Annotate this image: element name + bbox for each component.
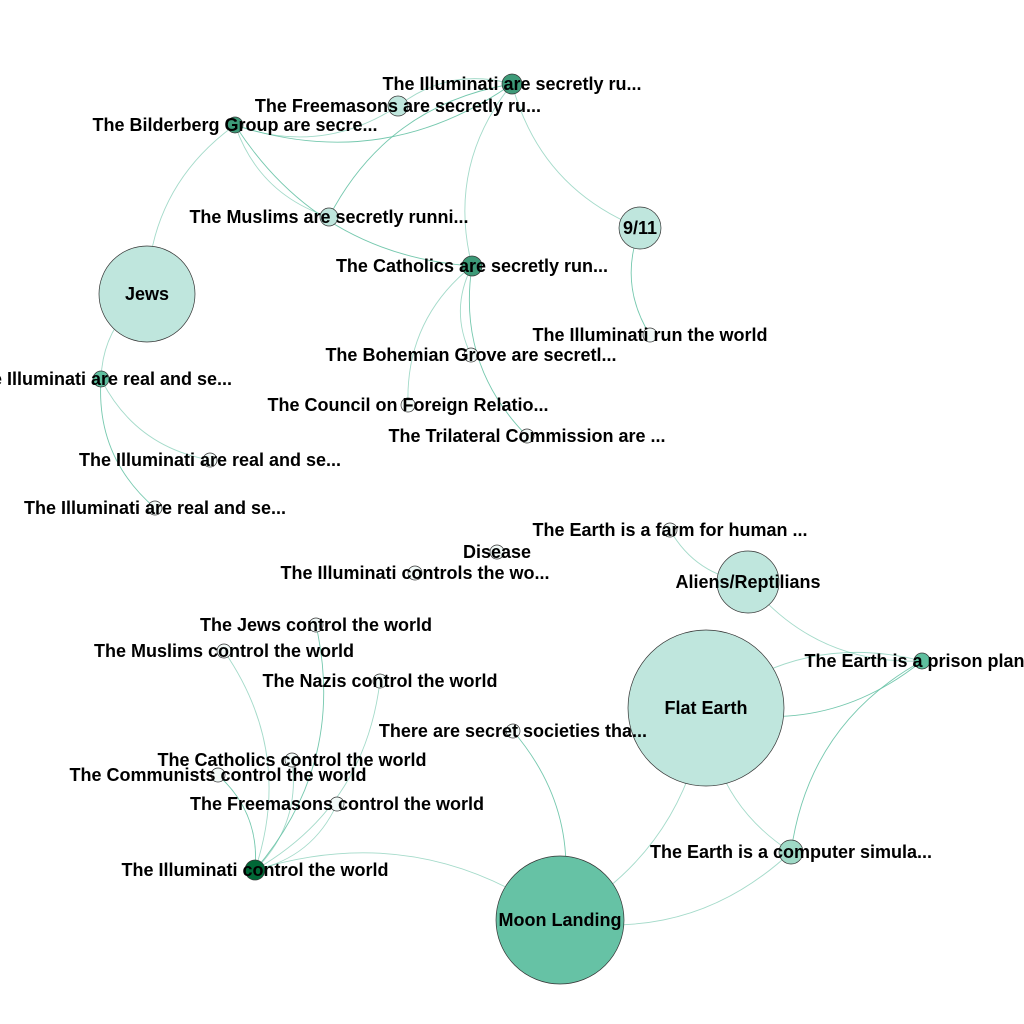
graph-edge — [464, 83, 513, 267]
node-label: 9/11 — [623, 218, 657, 238]
graph-node[interactable] — [461, 255, 483, 277]
graph-node[interactable] — [519, 428, 535, 444]
node-label: The Illuminati run the world — [532, 325, 767, 345]
graph-edge — [511, 83, 641, 229]
node-label: The Trilateral Commission are ... — [388, 426, 665, 446]
node-label: The Earth is a prison plan... — [804, 651, 1024, 671]
node-label: There are secret societies tha... — [379, 721, 647, 741]
graph-node[interactable] — [98, 245, 196, 343]
graph-edge — [254, 680, 381, 871]
node-label: The Communists control the world — [69, 765, 366, 785]
node-label: Flat Earth — [664, 698, 747, 718]
graph-node[interactable] — [618, 206, 662, 250]
graph-node[interactable] — [913, 652, 931, 670]
node-label: The Muslims control the world — [94, 641, 354, 661]
graph-edge — [234, 124, 330, 218]
graph-edge — [234, 124, 473, 267]
graph-edge — [790, 660, 923, 853]
graph-node[interactable] — [319, 207, 339, 227]
graph-edge — [100, 378, 156, 509]
graph-edge — [217, 774, 257, 871]
graph-node[interactable] — [244, 859, 266, 881]
graph-node[interactable] — [642, 327, 658, 343]
node-label: The Catholics are secretly run... — [336, 256, 608, 276]
node-label: The Illuminati are secretly ru... — [382, 74, 641, 94]
graph-node[interactable] — [489, 544, 505, 560]
graph-node[interactable] — [662, 522, 678, 538]
graph-node[interactable] — [495, 855, 625, 985]
graph-edge — [234, 105, 399, 138]
node-label: The Council on Foreign Relatio... — [267, 395, 548, 415]
graph-node[interactable] — [716, 550, 780, 614]
graph-node[interactable] — [202, 452, 218, 468]
node-label: The Illuminati controls the wo... — [280, 563, 549, 583]
graph-node[interactable] — [778, 839, 804, 865]
graph-node[interactable] — [627, 629, 785, 787]
graph-edge — [223, 650, 270, 871]
graph-edge — [254, 759, 294, 871]
node-label: The Illuminati are real and se... — [0, 369, 232, 389]
graph-edge — [407, 265, 473, 406]
graph-node[interactable] — [400, 397, 416, 413]
graph-node[interactable] — [226, 116, 244, 134]
labels-layer: The Illuminati are secretly ru...The Fre… — [0, 74, 1024, 930]
graph-edge — [328, 83, 513, 218]
graph-edge — [254, 803, 338, 871]
graph-node[interactable] — [216, 643, 232, 659]
graph-edge — [254, 624, 325, 871]
node-label: The Jews control the world — [200, 615, 432, 635]
node-label: The Illuminati are real and se... — [24, 498, 286, 518]
nodes-layer — [92, 73, 931, 985]
node-label: The Earth is a farm for human ... — [532, 520, 807, 540]
node-label: The Freemasons are secretly ru... — [255, 96, 541, 116]
graph-edge — [100, 378, 211, 461]
node-label: Moon Landing — [499, 910, 622, 930]
node-label: The Bilderberg Group are secre... — [92, 115, 377, 135]
graph-node[interactable] — [463, 347, 479, 363]
node-label: The Freemasons control the world — [190, 794, 484, 814]
graph-node[interactable] — [284, 752, 300, 768]
graph-node[interactable] — [372, 673, 388, 689]
node-label: The Bohemian Grove are secretl... — [325, 345, 616, 365]
graph-edge — [468, 265, 528, 437]
graph-node[interactable] — [329, 796, 345, 812]
graph-node[interactable] — [210, 767, 226, 783]
node-label: Disease — [463, 542, 531, 562]
node-label: The Illuminati are real and se... — [79, 450, 341, 470]
node-label: The Catholics control the world — [157, 750, 426, 770]
node-label: The Illuminati control the world — [121, 860, 388, 880]
node-label: The Nazis control the world — [262, 671, 497, 691]
graph-node[interactable] — [407, 565, 423, 581]
graph-node[interactable] — [387, 95, 409, 117]
node-label: Aliens/Reptilians — [675, 572, 820, 592]
graph-edge — [397, 78, 513, 107]
graph-node[interactable] — [501, 73, 523, 95]
node-label: The Earth is a computer simula... — [650, 842, 932, 862]
node-label: Jews — [125, 284, 169, 304]
graph-node[interactable] — [147, 500, 163, 516]
graph-node[interactable] — [308, 617, 324, 633]
graph-node[interactable] — [92, 370, 110, 388]
graph-node[interactable] — [505, 723, 521, 739]
node-label: The Muslims are secretly runni... — [189, 207, 468, 227]
